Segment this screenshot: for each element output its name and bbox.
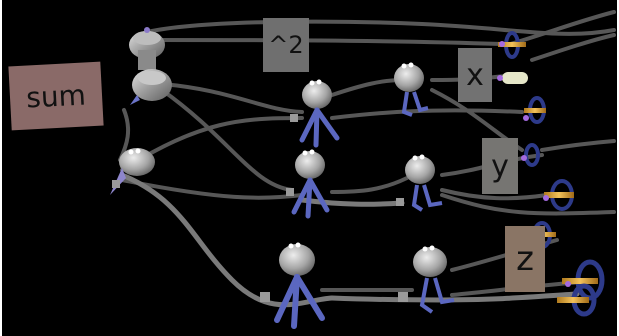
sum-panel[interactable]: sum (8, 61, 104, 131)
connector-icon (112, 114, 408, 302)
spool-icon[interactable] (557, 283, 597, 317)
square-panel[interactable]: ^2 (263, 18, 309, 72)
figure-icon[interactable] (274, 242, 325, 329)
figure-icon[interactable] (413, 245, 455, 314)
tube-network (118, 10, 616, 308)
figure-icon[interactable] (299, 79, 340, 148)
sum-label: sum (25, 77, 87, 115)
x-panel[interactable]: x (458, 48, 492, 102)
spool-icon[interactable] (498, 31, 526, 59)
figure-icon[interactable] (291, 149, 330, 219)
figure-icon[interactable] (394, 62, 429, 117)
x-label: x (466, 57, 484, 93)
capsule-icon[interactable] (497, 72, 528, 84)
y-label: y (491, 148, 509, 184)
z-label: z (516, 239, 534, 279)
y-panel[interactable]: y (482, 138, 518, 194)
spool-icon[interactable] (543, 179, 574, 211)
valve-icon[interactable] (129, 27, 172, 105)
square-label: ^2 (268, 31, 304, 59)
spool-icon[interactable] (523, 96, 546, 124)
z-panel[interactable]: z (505, 226, 545, 292)
figure-icon[interactable] (405, 154, 443, 212)
spool-icon[interactable] (562, 259, 605, 301)
spool-icon[interactable] (521, 143, 540, 167)
